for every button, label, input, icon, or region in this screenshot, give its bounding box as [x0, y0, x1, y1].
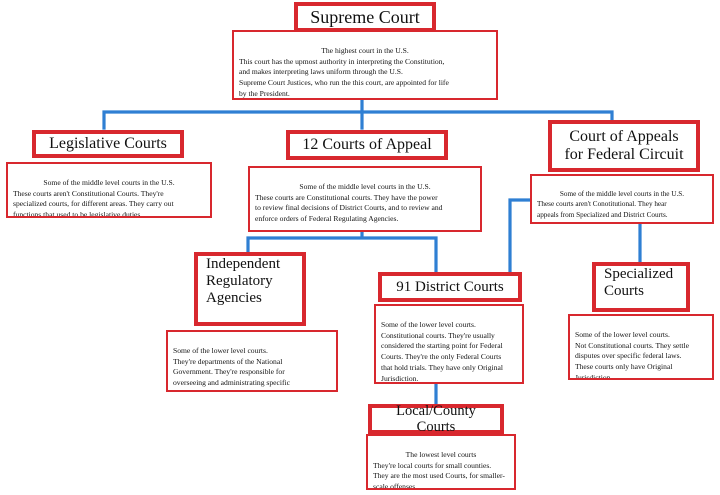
regulatory-agencies-title-line1: Independent [206, 256, 281, 272]
legislative-courts-desc-first: Some of the middle level courts in the U… [43, 177, 175, 187]
district-courts-desc: Some of the lower level courts. Constitu… [381, 319, 503, 383]
courts-of-appeal-desc-first: Some of the middle level courts in the U… [299, 181, 431, 191]
regulatory-agencies-desc-rest: They're departments of the National Gove… [173, 356, 305, 390]
regulatory-agencies-title-line3: Agencies [206, 289, 262, 306]
supreme-court-title: Supreme Court [310, 6, 420, 27]
specialized-courts-title-line2: Courts [604, 282, 645, 299]
regulatory-agencies-desc-first: Some of the lower level courts. [173, 345, 268, 355]
federal-circuit-desc-first: Some of the middle level courts in the U… [559, 190, 685, 199]
legislative-courts-desc-rest: These courts aren't Constitutional Court… [13, 188, 174, 218]
specialized-courts-title-box: Specialized Courts [592, 262, 690, 312]
legislative-courts-title-box: Legislative Courts [32, 130, 184, 158]
local-county-courts-title-box: Local/County Courts [368, 402, 504, 435]
regulatory-agencies-title-line2: Regulatory [206, 272, 273, 289]
connector-appeal-to-lower [246, 230, 438, 274]
supreme-court-desc-rest: This court has the upmost authority in i… [239, 56, 449, 98]
supreme-court-desc-first: The highest court in the U.S. [321, 45, 409, 55]
local-county-courts-desc-first: The lowest level courts [405, 449, 477, 459]
federal-circuit-title-box: Court of Appeals for Federal Circuit [548, 120, 700, 172]
courts-of-appeal-description: Some of the middle level courts in the U… [248, 166, 482, 232]
supreme-court-description: The highest court in the U.S.This court … [232, 30, 498, 100]
district-courts-title: 91 District Courts [396, 278, 504, 295]
courts-of-appeal-title-box: 12 Courts of Appeal [286, 130, 448, 160]
legislative-courts-title: Legislative Courts [49, 135, 167, 153]
federal-circuit-title-line2: for Federal Circuit [564, 146, 684, 163]
supreme-court-title-box: Supreme Court [294, 2, 436, 32]
courts-of-appeal-title: 12 Courts of Appeal [302, 136, 432, 154]
federal-circuit-description: Some of the middle level courts in the U… [530, 174, 714, 224]
federal-circuit-desc-rest: These courts aren't Conotitutional. They… [537, 200, 668, 222]
specialized-courts-desc: Some of the lower level courts. Not Cons… [575, 329, 689, 380]
local-county-courts-desc-rest: They're local courts for small counties.… [373, 460, 505, 490]
local-county-courts-title: Local/County Courts [396, 402, 476, 435]
specialized-courts-title-line1: Specialized [604, 266, 674, 282]
regulatory-agencies-title-box: Independent Regulatory Agencies [194, 252, 306, 326]
specialized-courts-description: Some of the lower level courts. Not Cons… [568, 314, 714, 380]
legislative-courts-description: Some of the middle level courts in the U… [6, 162, 212, 218]
federal-circuit-title-line1: Court of Appeals [569, 128, 679, 146]
district-courts-title-box: 91 District Courts [378, 272, 522, 302]
connector-supreme-to-middle [102, 96, 614, 130]
regulatory-agencies-description: Some of the lower level courts. They're … [166, 330, 338, 392]
connector-federal-to-district [508, 198, 532, 274]
courts-of-appeal-desc-rest: These courts are Constitutional courts. … [255, 192, 443, 224]
district-courts-description: Some of the lower level courts. Constitu… [374, 304, 524, 384]
